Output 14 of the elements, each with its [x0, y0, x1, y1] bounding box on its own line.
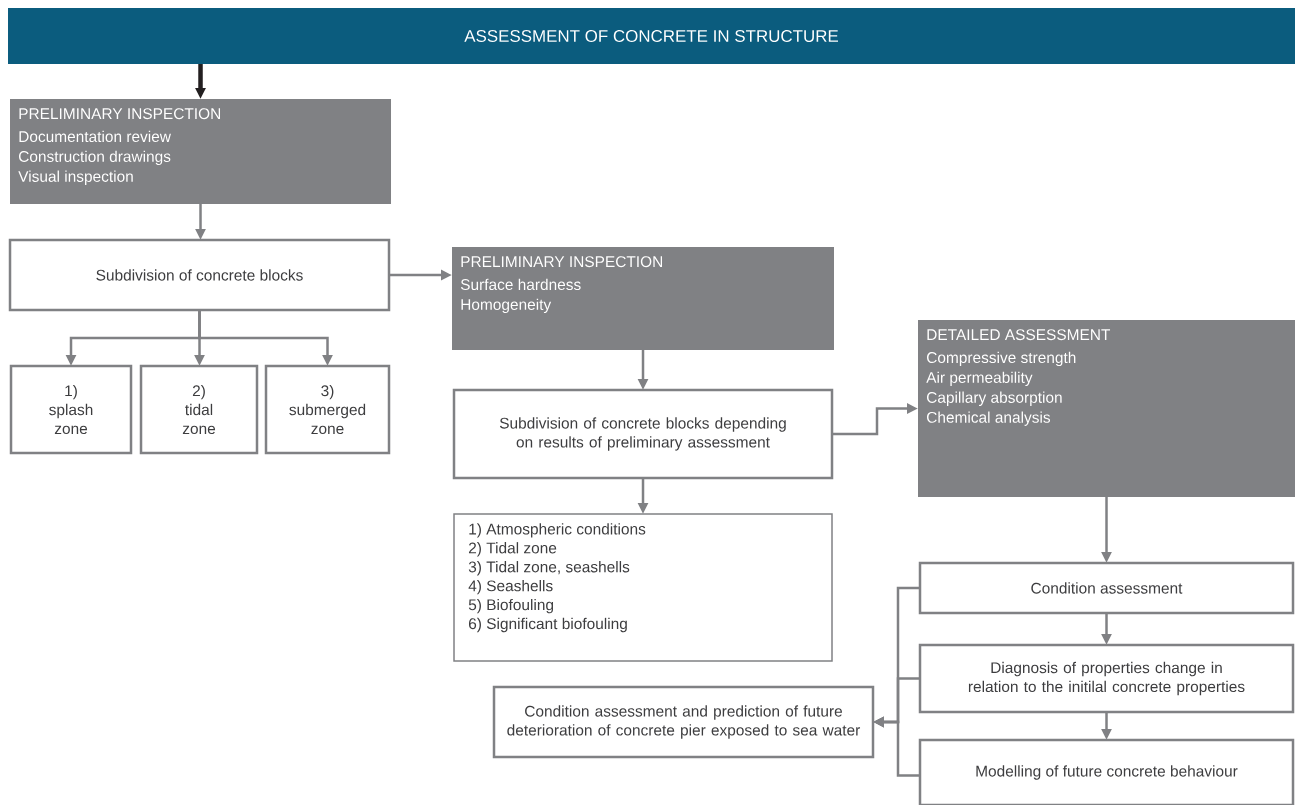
process-box: Diagnosis of properties change in relation to the initilal concrete properties — [918, 643, 1295, 714]
inspection-box: PRELIMINARY INSPECTION Surface hardness Homogeneity — [452, 247, 834, 350]
process-box: 1) splash zone — [9, 364, 133, 455]
process-box: Condition assessment and prediction of future deterioration of concrete pier exposed to sea water — [492, 685, 875, 759]
process-box: Condition assessment — [918, 561, 1295, 615]
inspection-box: PRELIMINARY INSPECTION Documentation review Construction drawings Visual inspection — [10, 99, 391, 204]
inspection-box: DETAILED ASSESSMENT Compressive strength Air permeability Capillary absorption Chemical analysis — [918, 320, 1295, 497]
header-band: ASSESSMENT OF CONCRETE IN STRUCTURE — [8, 8, 1295, 64]
list-box: 1) Atmospheric conditions 2) Tidal zone 3) Tidal zone, seashells 4) Seashells 5) Biofouling 6) Significant biofouling — [453, 513, 833, 662]
process-box: 3) submerged zone — [264, 364, 391, 455]
process-box: Subdivision of concrete blocks depending on results of preliminary assessment — [452, 388, 834, 480]
process-box: Modelling of future concrete behaviour — [918, 738, 1295, 805]
process-box: Subdivision of concrete blocks — [8, 238, 391, 312]
process-box: 2) tidal zone — [139, 364, 259, 455]
